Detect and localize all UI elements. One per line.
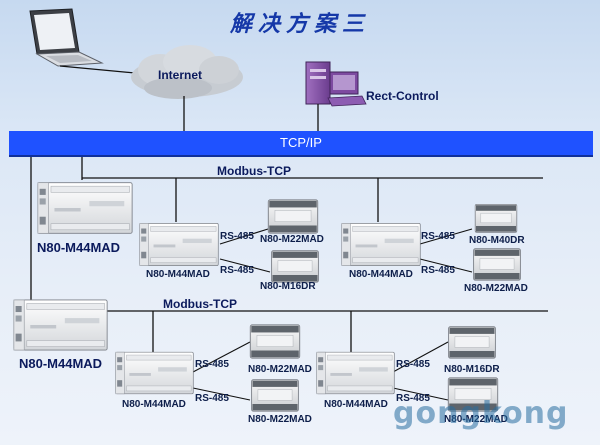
lower-right-ext2-label: N80-M22MAD <box>444 414 508 425</box>
ext-upper-right-1 <box>474 203 518 233</box>
modbus-tcp-lower-label: Modbus-TCP <box>163 297 237 311</box>
lower-right-unit-label: N80-M44MAD <box>324 399 388 410</box>
lower-left-ext2-label: N80-M22MAD <box>248 414 312 425</box>
upper-right-ext1-label: N80-M40DR <box>469 235 525 246</box>
lower-left-ext1-label: N80-M22MAD <box>248 364 312 375</box>
upper-right-unit-label: N80-M44MAD <box>349 269 413 280</box>
upper-master-label: N80-M44MAD <box>37 240 121 255</box>
plc-upper-left-unit <box>139 223 219 266</box>
ext-lower-left-2 <box>251 379 299 412</box>
plc-upper-master <box>37 182 133 234</box>
lower-master-label: N80-M44MAD <box>19 356 103 371</box>
lower-left-unit-label: N80-M44MAD <box>122 399 186 410</box>
plc-lower-master <box>13 299 108 351</box>
rs485-upper-left-2: RS-485 <box>220 265 254 276</box>
rs485-lower-right-2: RS-485 <box>396 393 430 404</box>
watermark: gongkong <box>393 396 569 431</box>
internet-label: Internet <box>158 68 203 82</box>
upper-left-ext2-label: N80-M16DR <box>260 281 316 292</box>
upper-left-ext1-label: N80-M22MAD <box>260 234 324 245</box>
ext-lower-left-1 <box>249 324 301 359</box>
plc-lower-right-unit <box>316 351 395 395</box>
ext-upper-right-2 <box>473 248 521 281</box>
upper-right-ext2-label: N80-M22MAD <box>464 283 528 294</box>
ext-lower-right-1 <box>448 326 496 359</box>
ext-upper-left-1 <box>267 199 319 234</box>
page-title: 解决方案三 <box>229 11 370 37</box>
ext-upper-left-2 <box>271 250 319 283</box>
rs485-lower-right-1: RS-485 <box>396 359 430 370</box>
server-label: Rect-Control <box>366 89 439 103</box>
rs485-upper-right-2: RS-485 <box>421 265 455 276</box>
rs485-lower-left-2: RS-485 <box>195 393 229 404</box>
plc-upper-right-unit <box>341 223 421 266</box>
tcpip-label: TCP/IP <box>280 135 322 150</box>
rs485-upper-left-1: RS-485 <box>220 231 254 242</box>
upper-left-unit-label: N80-M44MAD <box>146 269 210 280</box>
rs485-lower-left-1: RS-485 <box>195 359 229 370</box>
laptop-icon <box>29 8 104 67</box>
modbus-tcp-upper-label: Modbus-TCP <box>217 164 291 178</box>
cloud-icon <box>131 45 243 99</box>
lower-right-ext1-label: N80-M16DR <box>444 364 500 375</box>
tcpip-backbone: TCP/IP <box>9 131 593 157</box>
server-pc-icon <box>305 61 367 107</box>
plc-lower-left-unit <box>115 351 194 395</box>
rs485-upper-right-1: RS-485 <box>421 231 455 242</box>
